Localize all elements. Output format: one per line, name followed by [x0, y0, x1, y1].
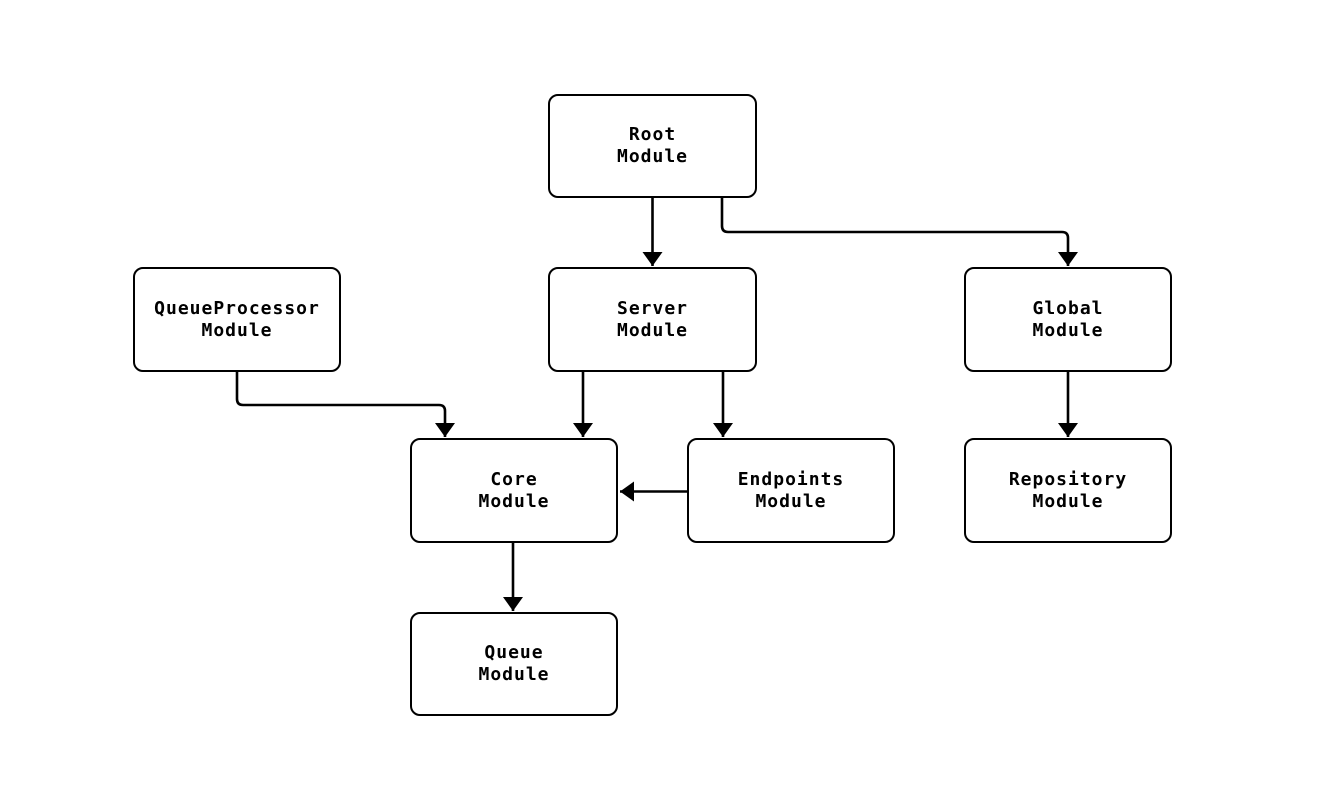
node-server-module: Server Module [548, 267, 757, 372]
node-title: Queue [484, 642, 544, 663]
node-subtitle: Module [616, 319, 689, 341]
edge-root-to-global [720, 198, 1078, 266]
node-label: Repository Module [1009, 469, 1127, 513]
node-subtitle: Module [616, 146, 689, 167]
node-queue-module: Queue Module [410, 612, 618, 716]
node-endpoints-module: Endpoints Module [687, 438, 895, 543]
node-label: Root Module [617, 124, 688, 168]
node-title: Server [616, 297, 689, 319]
node-label: Core Module [478, 469, 549, 513]
edge-queueprocessor-to-core [235, 372, 455, 437]
node-subtitle: Module [1032, 319, 1104, 341]
node-subtitle: Module [755, 490, 827, 512]
node-root-module: Root Module [548, 94, 757, 198]
node-subtitle: Module [478, 490, 550, 512]
node-title: Global [1032, 297, 1104, 319]
node-global-module: Global Module [964, 267, 1172, 372]
node-label: Endpoints Module [738, 469, 845, 513]
node-title: Root [628, 124, 677, 145]
node-label: QueueProcessor Module [154, 298, 320, 342]
node-title: Repository [1008, 468, 1128, 490]
node-repository-module: Repository Module [964, 438, 1172, 543]
node-subtitle: Module [1032, 490, 1104, 512]
node-title: QueueProcessor [154, 297, 320, 319]
node-title: Core [490, 468, 538, 490]
node-label: Server Module [617, 298, 688, 342]
node-label: Global Module [1032, 298, 1103, 342]
node-subtitle: Module [478, 664, 550, 685]
node-title: Endpoints [737, 468, 845, 490]
node-label: Queue Module [478, 642, 549, 686]
node-core-module: Core Module [410, 438, 618, 543]
node-subtitle: Module [201, 319, 273, 341]
node-queueprocessor-module: QueueProcessor Module [133, 267, 341, 372]
